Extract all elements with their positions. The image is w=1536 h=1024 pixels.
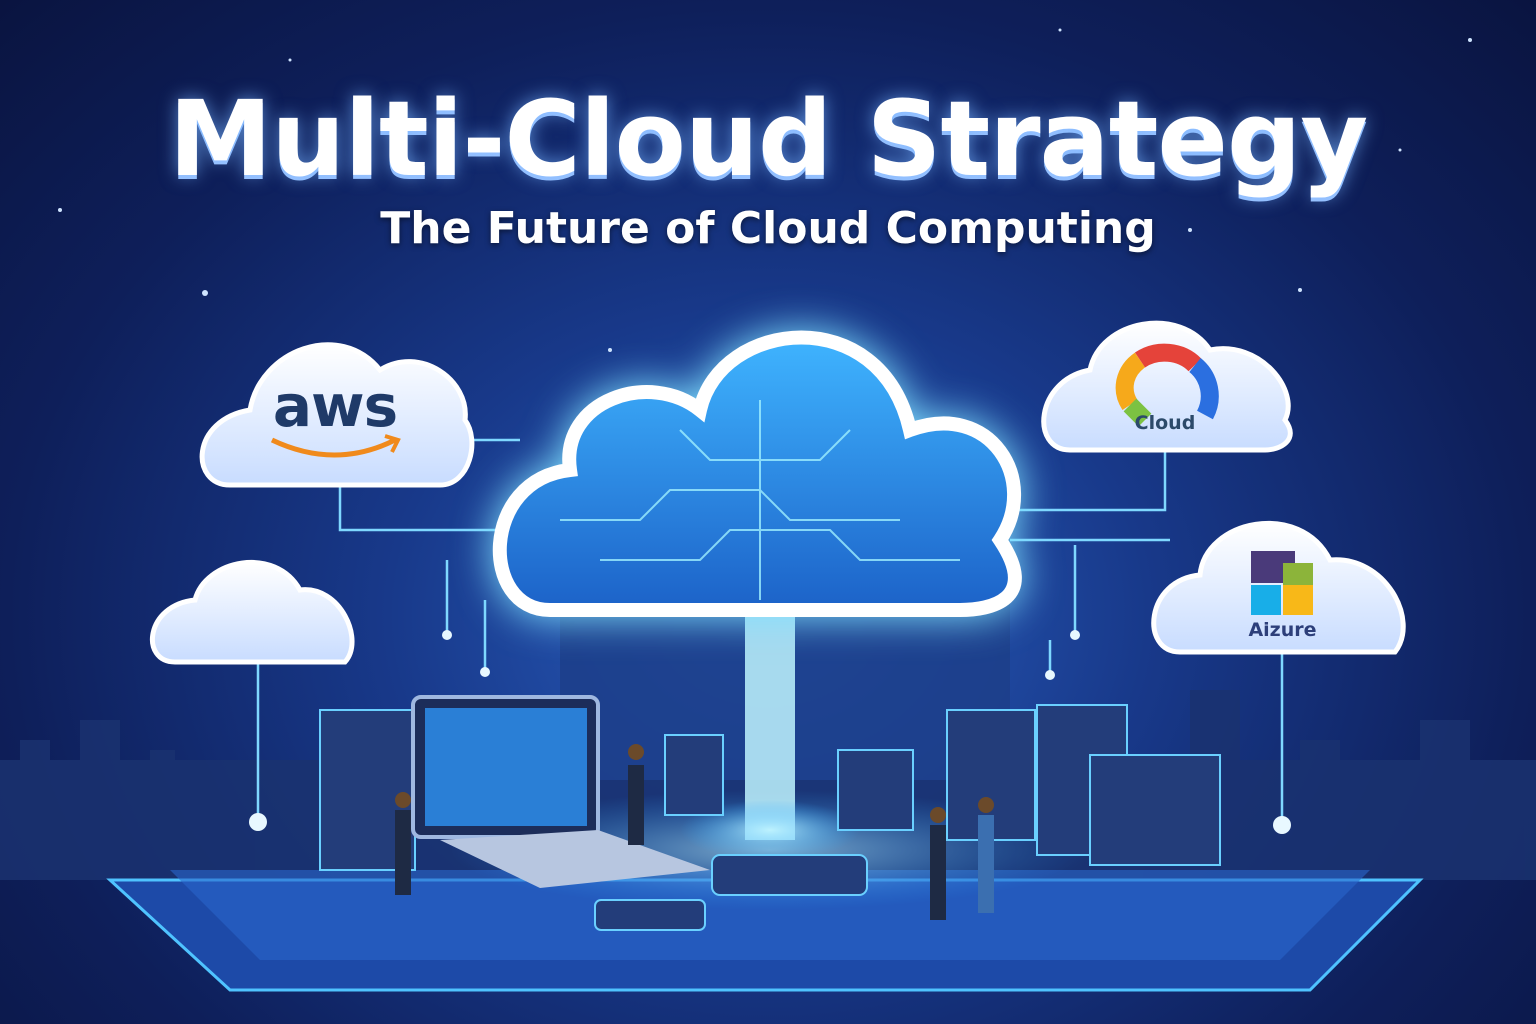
aws-cloud (199, 342, 475, 488)
central-cloud (492, 330, 1022, 617)
page-title: Multi-Cloud Strategy (168, 78, 1368, 200)
google-cloud-logo-text: Cloud (1134, 412, 1196, 434)
azure-squares-icon (1251, 551, 1313, 615)
laptop-icon (411, 695, 710, 888)
azure-logo-text: Aizure (1248, 619, 1317, 641)
people (395, 744, 994, 920)
google-cloud-cloud (1041, 320, 1293, 453)
blank-cloud (149, 560, 355, 665)
stars (58, 28, 1472, 352)
aws-logo-text: aws (272, 372, 398, 440)
google-cloud-logo-icon (1115, 343, 1219, 427)
aws-smile-icon (270, 437, 397, 458)
page-subtitle: The Future of Cloud Computing (380, 203, 1156, 254)
connection-lines (256, 438, 1284, 825)
